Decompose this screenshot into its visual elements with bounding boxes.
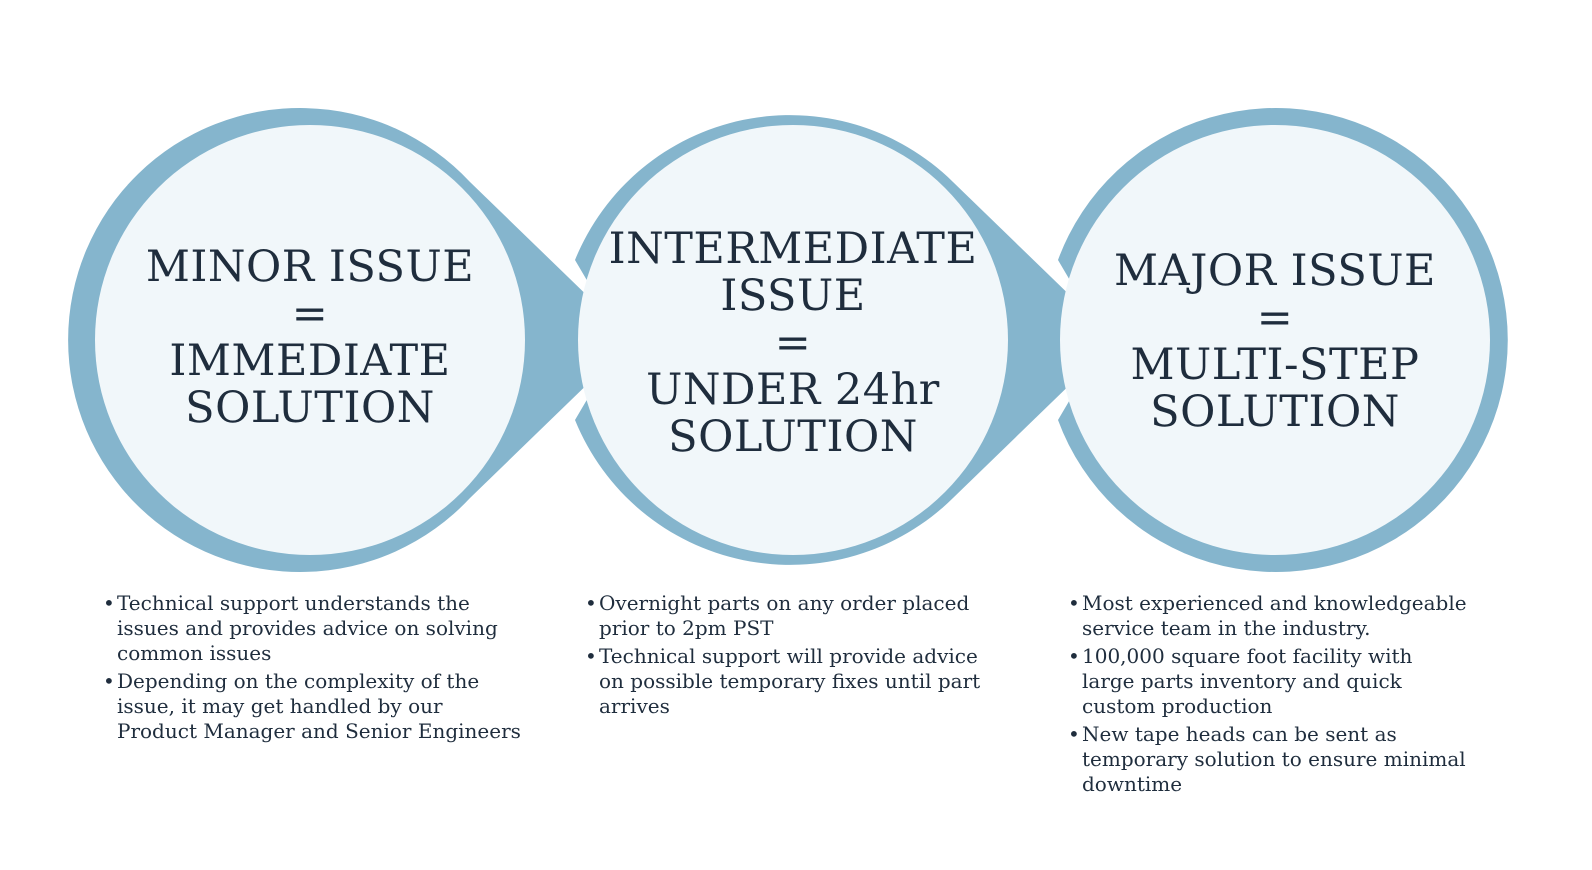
stage-1-title-line: = xyxy=(291,289,329,339)
stage-2-bullet: Overnight parts on any order placed prio… xyxy=(585,591,1005,641)
stage-3-bullet: Most experienced and knowledgeable servi… xyxy=(1068,591,1468,641)
stage-3-title-line: MAJOR ISSUE xyxy=(1114,246,1436,296)
stage-3-title-line: MULTI-STEP xyxy=(1130,340,1420,390)
stage-3-circle xyxy=(1060,125,1490,555)
stage-1-bullet-list: Technical support understands the issues… xyxy=(103,591,523,747)
stage-2-title-line: ISSUE xyxy=(720,271,866,321)
stage-3-title-line: = xyxy=(1256,293,1294,343)
stage-1-title-line: MINOR ISSUE xyxy=(145,242,475,292)
stage-1-circle xyxy=(95,125,525,555)
stage-2-title-line: = xyxy=(774,318,812,368)
stage-3-bullet: New tape heads can be sent as temporary … xyxy=(1068,722,1468,797)
stage-1-title-line: SOLUTION xyxy=(185,383,435,433)
stage-3-bullet: 100,000 square foot facility with large … xyxy=(1068,644,1468,719)
stage-1-bullet: Technical support understands the issues… xyxy=(103,591,523,666)
stage-3-shape xyxy=(1058,108,1508,572)
stage-3-bullet-list: Most experienced and knowledgeable servi… xyxy=(1068,591,1468,800)
stage-2-title-line: UNDER 24hr xyxy=(646,365,940,415)
stage-2-shape xyxy=(575,115,1116,565)
stage-2-bullet: Technical support will provide advice on… xyxy=(585,644,1005,719)
stage-1-title: MINOR ISSUE = IMMEDIATE SOLUTION xyxy=(110,244,510,432)
stage-3-title: MAJOR ISSUE = MULTI-STEP SOLUTION xyxy=(1075,248,1475,436)
stage-2-title: INTERMEDIATE ISSUE = UNDER 24hr SOLUTION xyxy=(593,226,993,461)
stage-2-title-line: SOLUTION xyxy=(668,412,918,462)
stage-2-circle xyxy=(578,125,1008,555)
stage-3-title-line: SOLUTION xyxy=(1150,387,1400,437)
stage-2-bullet-list: Overnight parts on any order placed prio… xyxy=(585,591,1005,722)
stage-2-title-line: INTERMEDIATE xyxy=(608,224,978,274)
stage-1-title-line: IMMEDIATE xyxy=(169,336,451,386)
stage-1-shape xyxy=(68,107,633,573)
stage-1-bullet: Depending on the complexity of the issue… xyxy=(103,669,523,744)
